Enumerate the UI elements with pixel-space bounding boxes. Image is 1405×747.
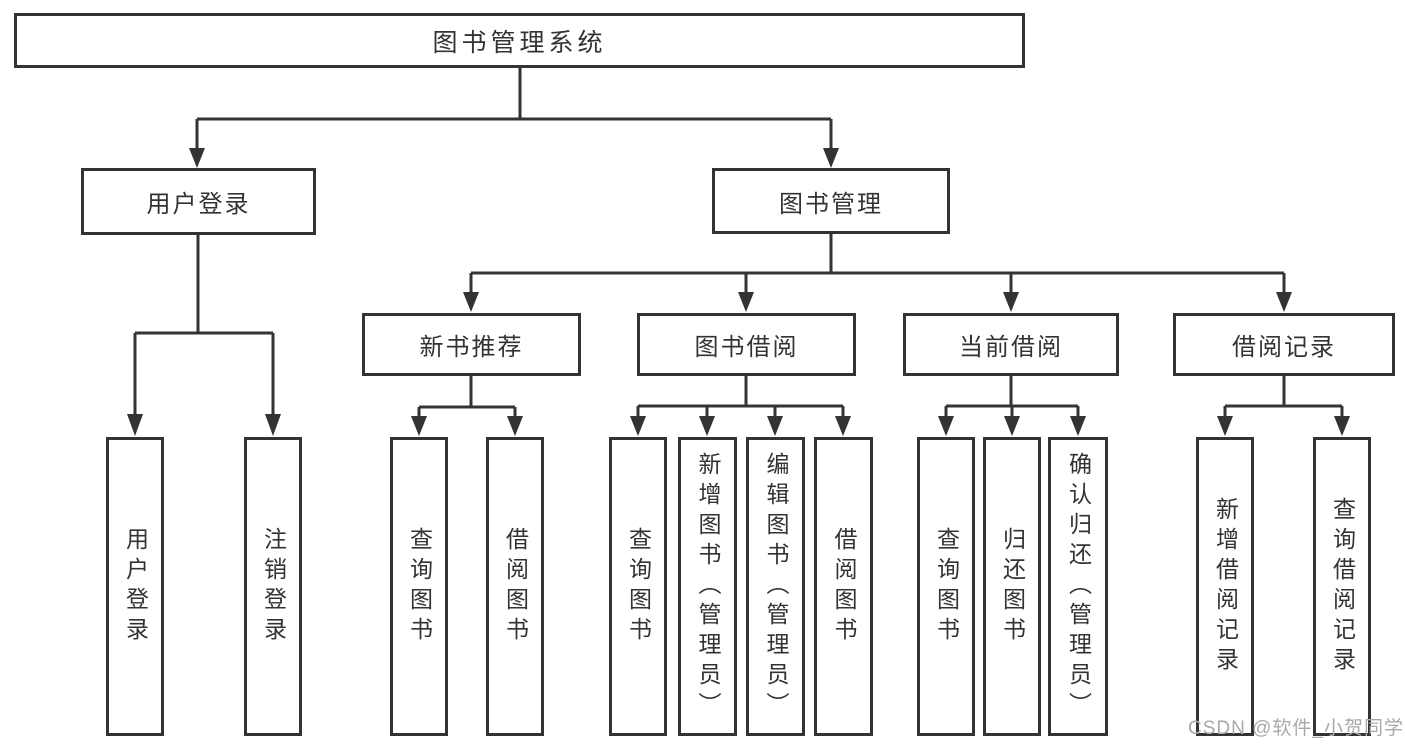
leaf-add-borrow-record-label: 新增借阅记录 [1212, 496, 1239, 677]
leaf-query-borrow-record: 查询借阅记录 [1313, 437, 1371, 736]
arrowhead [1004, 416, 1020, 436]
arrowhead [835, 416, 851, 436]
leaf-query-books-2: 查询图书 [609, 437, 667, 736]
leaf-edit-book-admin: 编辑图书（管理员） [746, 437, 805, 736]
leaf-return-book-label: 归还图书 [999, 526, 1026, 647]
leaf-confirm-return-admin: 确认归还（管理员） [1048, 437, 1108, 736]
leaf-query-books-3-label: 查询图书 [933, 526, 960, 647]
node-book-borrowing: 图书借阅 [637, 313, 856, 376]
leaf-borrow-books-2-label: 借阅图书 [831, 526, 857, 647]
node-book-borrowing-label: 图书借阅 [694, 334, 799, 361]
node-borrowing-records: 借阅记录 [1173, 313, 1395, 376]
leaf-add-book-admin-label: 新增图书（管理员） [695, 451, 721, 722]
leaf-user-login-label: 用户登录 [122, 526, 149, 647]
csdn-watermark: CSDN @软件_小贺同学 [1188, 713, 1404, 740]
arrowhead [823, 148, 839, 168]
leaf-query-borrow-record-label: 查询借阅记录 [1329, 496, 1356, 677]
connector-book-borrow-branch [630, 376, 851, 436]
connector-root-to-level1 [189, 68, 839, 168]
arrowhead [1070, 416, 1086, 436]
node-user-login: 用户登录 [81, 168, 316, 235]
leaf-logout-label: 注销登录 [260, 526, 287, 647]
arrowhead [1334, 416, 1350, 436]
node-library-system-label: 图书管理系统 [432, 28, 607, 57]
arrowhead [738, 292, 754, 312]
connector-borrow-records-branch [1217, 376, 1350, 436]
arrowhead [265, 414, 281, 436]
node-new-book-recommend: 新书推荐 [362, 313, 581, 376]
node-borrowing-records-label: 借阅记录 [1232, 334, 1336, 361]
node-library-system: 图书管理系统 [14, 13, 1025, 68]
leaf-borrow-books-2: 借阅图书 [814, 437, 873, 736]
connector-current-borrow-branch [938, 376, 1086, 436]
arrowhead [127, 414, 143, 436]
connector-book-management-branch [463, 234, 1292, 312]
leaf-user-login: 用户登录 [106, 437, 164, 736]
arrowhead [938, 416, 954, 436]
arrowhead [767, 416, 783, 436]
leaf-return-book: 归还图书 [983, 437, 1041, 736]
arrowhead [699, 416, 715, 436]
leaf-edit-book-admin-label: 编辑图书（管理员） [763, 451, 789, 722]
leaf-query-books-3: 查询图书 [917, 437, 975, 736]
arrowhead [411, 416, 427, 436]
node-user-login-label: 用户登录 [146, 191, 251, 218]
leaf-query-books-1-label: 查询图书 [406, 526, 433, 647]
connector-user-login-branch [127, 235, 281, 436]
arrowhead [1003, 292, 1019, 312]
node-current-borrowing-label: 当前借阅 [959, 334, 1063, 361]
leaf-query-books-2-label: 查询图书 [625, 526, 652, 647]
arrowhead [507, 416, 523, 436]
arrowhead [463, 292, 479, 312]
leaf-add-borrow-record: 新增借阅记录 [1196, 437, 1254, 736]
node-new-book-recommend-label: 新书推荐 [419, 334, 524, 361]
leaf-borrow-books-1: 借阅图书 [486, 437, 544, 736]
arrowhead [189, 148, 205, 168]
arrowhead [1217, 416, 1233, 436]
leaf-add-book-admin: 新增图书（管理员） [678, 437, 737, 736]
leaf-query-books-1: 查询图书 [390, 437, 448, 736]
leaf-logout: 注销登录 [244, 437, 302, 736]
node-book-management-label: 图书管理 [779, 190, 883, 218]
connector-new-books-branch [411, 376, 523, 436]
leaf-borrow-books-1-label: 借阅图书 [502, 526, 529, 647]
csdn-watermark-text: CSDN @软件_小贺同学 [1188, 718, 1404, 739]
node-current-borrowing: 当前借阅 [903, 313, 1119, 376]
node-book-management: 图书管理 [712, 168, 950, 234]
arrowhead [1276, 292, 1292, 312]
arrowhead [630, 416, 646, 436]
leaf-confirm-return-admin-label: 确认归还（管理员） [1065, 451, 1092, 722]
